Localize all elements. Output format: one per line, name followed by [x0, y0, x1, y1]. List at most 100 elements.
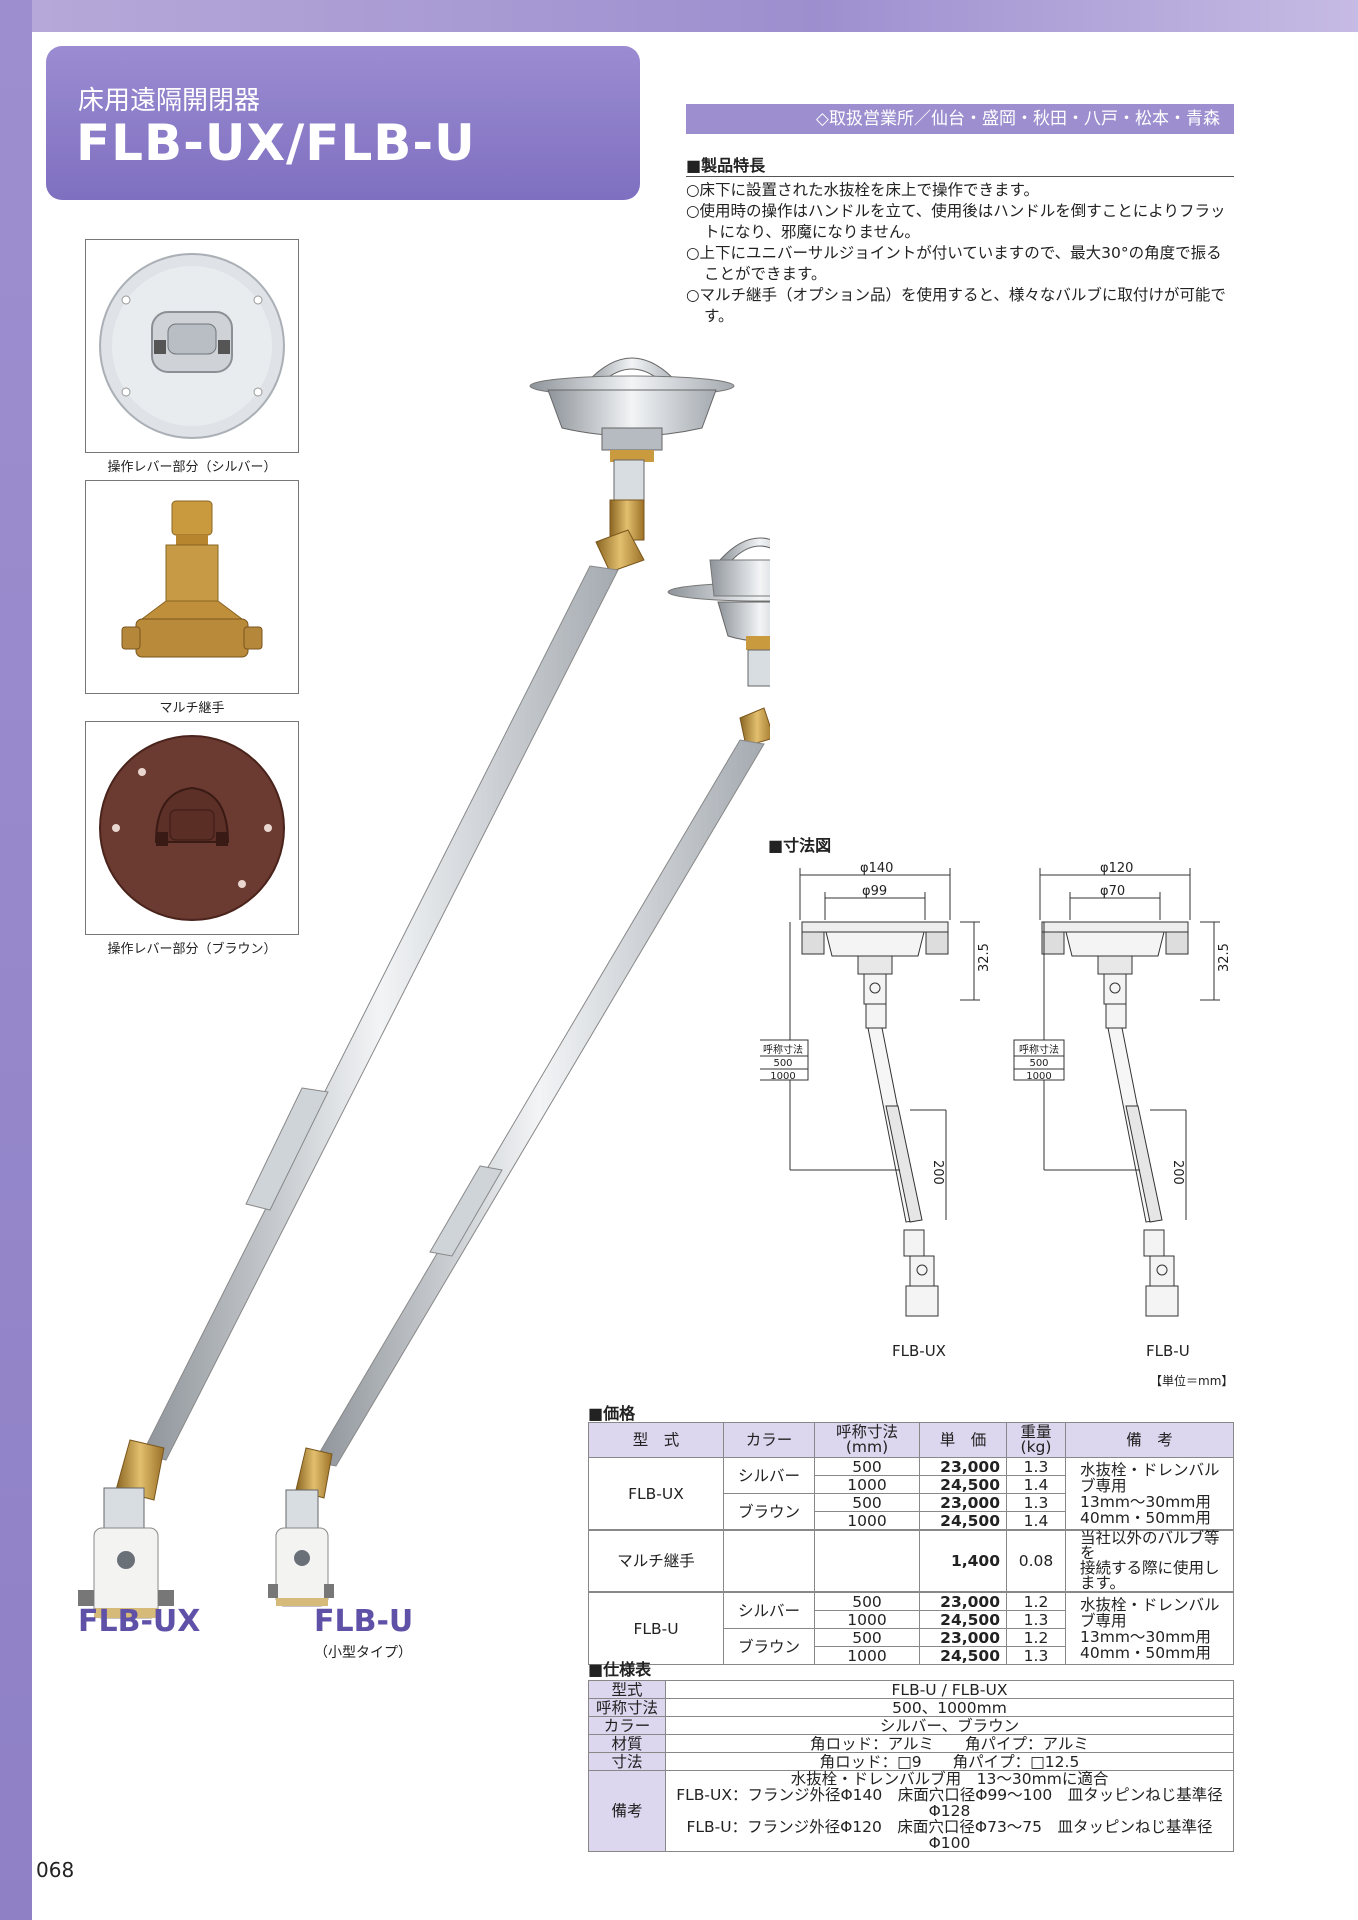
weight-cell: 1.4	[1006, 1511, 1066, 1531]
price-cell: 23,000	[919, 1628, 1007, 1647]
table-row: 材質角ロッド：アルミ 角パイプ：アルミ	[588, 1734, 1234, 1753]
spec-key: カラー	[588, 1716, 666, 1735]
joint-size-cell	[814, 1529, 920, 1593]
photo-brown-lever	[85, 721, 299, 935]
table-row: マルチ継手 1,400 0.08 当社以外のバルブ等を 接続する際に使用します。	[588, 1529, 1234, 1593]
flb-ux-label: FLB-UX	[78, 1604, 201, 1639]
left-accent-bar	[0, 0, 32, 1920]
page-number: 068	[36, 1858, 75, 1882]
u-size-box-label: 呼称寸法	[1019, 1043, 1059, 1056]
price-cell: 23,000	[919, 1591, 1007, 1611]
u-outer-dim: φ120	[1100, 861, 1133, 876]
flb-u-head	[667, 537, 770, 650]
size-cell: 1000	[814, 1610, 920, 1629]
size-cell: 1000	[814, 1511, 920, 1531]
u-size-box-500: 500	[1029, 1058, 1048, 1069]
multi-joint-image	[121, 500, 263, 658]
spec-value: 角ロッド：□9 角パイプ：□12.5	[665, 1752, 1234, 1771]
weight-cell: 0.08	[1006, 1529, 1066, 1593]
spec-key: 型式	[588, 1680, 666, 1699]
table-row: FLB-U シルバー 500 23,000 1.2 水抜栓・ドレンバルブ専用 1…	[588, 1591, 1234, 1665]
ux-silver-cell: シルバー	[723, 1457, 815, 1494]
ux-size-box-500: 500	[773, 1058, 792, 1069]
feature-item: ○上下にユニバーサルジョイントが付いていますので、最大30°の角度で振ることがで…	[686, 244, 1222, 283]
flb-ux-lower-joint	[115, 1439, 165, 1501]
table-row: FLB-UX シルバー 500 23,000 1.3 水抜栓・ドレンバルブ専用 …	[588, 1457, 1234, 1531]
flb-u-label: FLB-U	[314, 1604, 414, 1639]
size-cell: 1000	[814, 1475, 920, 1494]
flb-ux-upper-joint	[613, 459, 645, 501]
photo-multi-joint	[85, 480, 299, 694]
spec-value: 水抜栓・ドレンバルブ用 13〜30mmに適合 FLB-UX：フランジ外径Φ140…	[665, 1770, 1234, 1852]
spec-key: 備考	[588, 1770, 666, 1852]
ux-height-dim: 32.5	[977, 943, 992, 972]
flb-u-note: （小型タイプ）	[314, 1645, 412, 1661]
silver-lever-caption: 操作レバー部分（シルバー）	[107, 460, 277, 475]
price-table: 型 式 カラー 呼称寸法 (mm) 単 価 重量 (kg) 備 考 FLB-UX…	[588, 1422, 1234, 1665]
weight-cell: 1.3	[1006, 1493, 1066, 1512]
joint-model-cell: マルチ継手	[588, 1529, 724, 1593]
price-header-color: カラー	[723, 1422, 815, 1458]
price-header-weight: 重量 (kg)	[1006, 1422, 1066, 1458]
ux-size-box-label: 呼称寸法	[763, 1043, 803, 1056]
u-model-cell: FLB-U	[588, 1591, 724, 1665]
features-list: ○床下に設置された水抜栓を床上で操作できます。 ○使用時の操作はハンドルを立て、…	[686, 180, 1236, 327]
flb-u-base	[275, 1527, 329, 1607]
brown-lever-image	[99, 735, 285, 921]
spec-key: 呼称寸法	[588, 1698, 666, 1717]
u-silver-cell: シルバー	[723, 1591, 815, 1629]
price-cell: 24,500	[919, 1610, 1007, 1629]
price-cell: 24,500	[919, 1511, 1007, 1531]
ux-brown-cell: ブラウン	[723, 1493, 815, 1531]
spec-heading: ■仕様表	[588, 1660, 652, 1679]
size-cell: 500	[814, 1591, 920, 1611]
price-cell: 24,500	[919, 1646, 1007, 1665]
weight-cell: 1.2	[1006, 1591, 1066, 1611]
weight-cell: 1.4	[1006, 1475, 1066, 1494]
size-cell: 500	[814, 1457, 920, 1476]
weight-cell: 1.3	[1006, 1457, 1066, 1476]
top-accent-bar	[0, 0, 1358, 32]
silver-lever-image	[99, 253, 285, 439]
flb-u-rod	[313, 739, 765, 1467]
table-row: 1000 24,500 1.4	[589, 1511, 1234, 1531]
price-cell: 1,400	[919, 1529, 1007, 1593]
table-row: 寸法角ロッド：□9 角パイプ：□12.5	[588, 1752, 1234, 1771]
table-row: カラーシルバー、ブラウン	[588, 1716, 1234, 1735]
ux-length-dim: 200	[930, 1160, 945, 1185]
ux-drawing-name: FLB-UX	[892, 1342, 946, 1360]
price-cell: 23,000	[919, 1493, 1007, 1512]
feature-item: ○使用時の操作はハンドルを立て、使用後はハンドルを倒すことによりフラットになり、…	[686, 202, 1226, 241]
title-box: 床用遠隔開閉器 FLB-UX/FLB-U	[46, 46, 640, 200]
ux-note-cell: 水抜栓・ドレンバルブ専用 13mm〜30mm用 40mm・50mm用	[1065, 1457, 1234, 1531]
ux-outer-dim: φ140	[860, 861, 893, 876]
photo-silver-lever	[85, 239, 299, 453]
u-size-box-1000: 1000	[1026, 1071, 1051, 1082]
multi-joint-caption: マルチ継手	[159, 701, 225, 716]
size-cell: 500	[814, 1628, 920, 1647]
table-row: 1000 24,500 1.4	[589, 1475, 1234, 1494]
size-cell: 500	[814, 1493, 920, 1512]
table-row: ブラウン 500 23,000 1.2	[589, 1628, 1234, 1665]
feature-item: ○マルチ継手（オプション品）を使用すると、様々なバルブに取付けが可能です。	[686, 286, 1226, 325]
joint-color-cell	[723, 1529, 815, 1593]
dimension-drawings: φ140 φ99 32.5 200 φ120 φ70 32.5 200 呼称寸法…	[760, 861, 1232, 1317]
brown-lever-caption: 操作レバー部分（ブラウン）	[107, 942, 277, 957]
product-illustration	[78, 357, 770, 1619]
table-row: 1000 24,500 1.3	[589, 1610, 1234, 1629]
page-title: FLB-UX/FLB-U	[76, 114, 476, 172]
price-header-model: 型 式	[588, 1422, 724, 1458]
offices-bar: ◇取扱営業所／仙台・盛岡・秋田・八戸・松本・青森	[686, 104, 1234, 134]
spec-key: 材質	[588, 1734, 666, 1753]
table-row: 1000 24,500 1.3	[589, 1646, 1234, 1665]
unit-label: 【単位＝mm】	[1150, 1374, 1234, 1388]
u-note-cell: 水抜栓・ドレンバルブ専用 13mm〜30mm用 40mm・50mm用	[1065, 1591, 1234, 1665]
feature-item: ○床下に設置された水抜栓を床上で操作できます。	[686, 181, 1039, 199]
flb-ux-head	[529, 357, 735, 462]
table-row: ブラウン 500 23,000 1.3	[589, 1493, 1234, 1531]
ux-size-box-1000: 1000	[770, 1071, 795, 1082]
spec-value: 500、1000mm	[665, 1698, 1234, 1717]
dimension-heading: ■寸法図	[768, 836, 832, 855]
table-row: 備考水抜栓・ドレンバルブ用 13〜30mmに適合 FLB-UX：フランジ外径Φ1…	[588, 1770, 1234, 1852]
